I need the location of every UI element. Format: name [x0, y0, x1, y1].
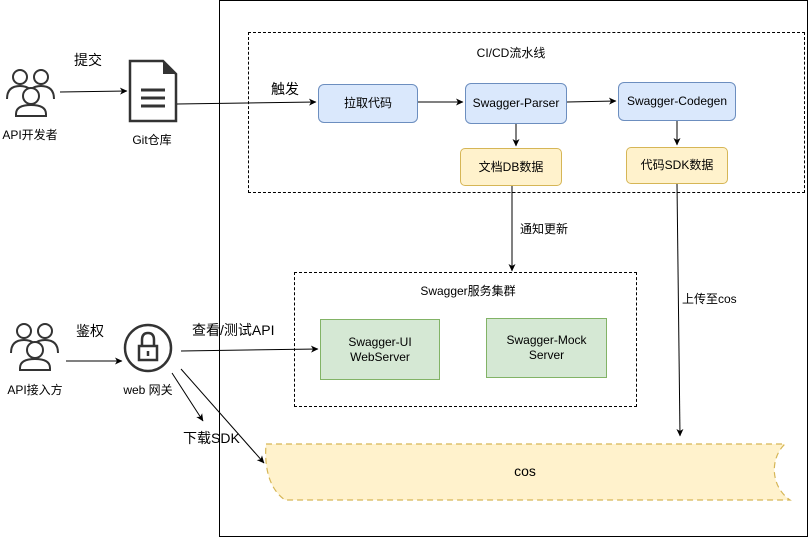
swagger-mock-line1: Swagger-Mock [506, 333, 587, 347]
cos-label: cos [514, 463, 536, 479]
system-boundary [219, 0, 808, 537]
sdk-data-label: 代码SDK数据 [640, 158, 714, 172]
edge-download-label: 下载SDK [183, 430, 240, 446]
swagger-parser-label: Swagger-Parser [472, 96, 560, 110]
repo-document-icon [128, 59, 178, 123]
developer-label: API开发者 [2, 128, 58, 142]
doc-db-data: 文档DB数据 [460, 148, 562, 186]
pipeline-group [248, 32, 805, 193]
gateway-padlock-icon [123, 323, 173, 373]
edge-parser-codegen [566, 97, 617, 105]
edge-download-2 [180, 368, 265, 464]
edge-upload [676, 183, 684, 437]
fetch-code-step: 拉取代码 [318, 84, 418, 123]
sdk-data: 代码SDK数据 [626, 147, 728, 184]
repo-label: Git仓库 [132, 133, 172, 147]
edge-upload-label: 上传至cos [682, 292, 737, 306]
edge-submit-label: 提交 [74, 52, 102, 68]
pipeline-title: CI/CD流水线 [476, 46, 546, 60]
cluster-group [294, 272, 637, 407]
swagger-ui-line2: WebServer [350, 349, 410, 364]
swagger-ui-server: Swagger-UI WebServer [320, 319, 440, 380]
edge-view [180, 345, 319, 353]
edge-view-label: 查看/测试API [192, 322, 275, 338]
cos-storage-shape [265, 443, 792, 501]
developer-users-icon [6, 69, 55, 117]
edge-trigger-label: 触发 [271, 81, 299, 97]
consumer-users-icon [10, 323, 59, 371]
fetch-code-label: 拉取代码 [343, 96, 392, 110]
edge-auth-label: 鉴权 [76, 323, 104, 339]
swagger-ui-line1: Swagger-UI [348, 334, 412, 349]
gateway-label: web 网关 [123, 383, 173, 397]
edge-notify-label: 通知更新 [520, 222, 569, 236]
swagger-parser-step: Swagger-Parser [465, 83, 567, 124]
consumer-label: API接入方 [7, 383, 63, 397]
swagger-codegen-label: Swagger-Codegen [626, 94, 728, 108]
swagger-codegen-step: Swagger-Codegen [618, 82, 736, 121]
cluster-title: Swagger服务集群 [420, 284, 516, 298]
connectors [59, 87, 684, 464]
swagger-mock-line2: Server [528, 348, 565, 362]
edge-trigger [176, 98, 317, 106]
swagger-mock-server: Swagger-Mock Server [486, 318, 607, 378]
edge-submit [59, 87, 128, 95]
edge-download-1 [171, 372, 204, 422]
doc-db-label: 文档DB数据 [478, 159, 544, 174]
